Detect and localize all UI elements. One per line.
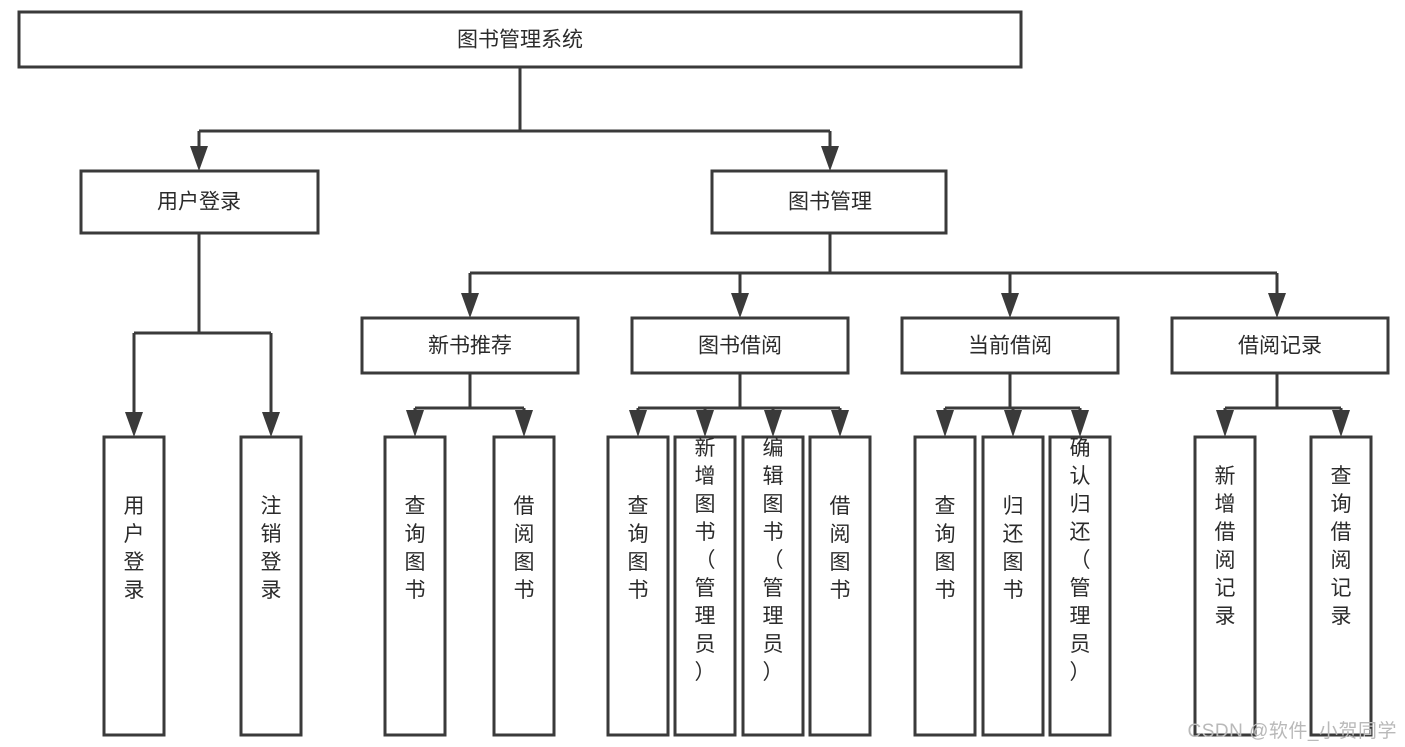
node-user-login-box[interactable] bbox=[79, 169, 320, 235]
node-book-management[interactable]: 图书管理 bbox=[710, 169, 948, 235]
arrow-head-borrowrecord bbox=[1268, 293, 1286, 318]
node-current-borrow-label: 当前借阅 bbox=[968, 335, 1052, 358]
leaf-node[interactable]: 新增图书（管理员） bbox=[673, 435, 737, 737]
leaf-node[interactable]: 注销登录 bbox=[239, 435, 303, 737]
arrow-head-leaf-newbook-2 bbox=[515, 410, 533, 437]
leaf-book-borrow-2-label: 新增图书（管理员） bbox=[695, 437, 716, 684]
leaf-book-borrow-2-box[interactable] bbox=[673, 435, 737, 737]
leaf-node[interactable]: 查询图书 bbox=[383, 435, 447, 737]
leaf-current-borrow-2-label: 归还图书 bbox=[1003, 495, 1024, 602]
leaf-borrow-record-2-box[interactable] bbox=[1309, 435, 1373, 737]
leaf-book-borrow-3-label: 编辑图书（管理员） bbox=[763, 437, 784, 684]
leaf-new-book-1-box[interactable] bbox=[383, 435, 447, 737]
node-book-management-label: 图书管理 bbox=[788, 191, 872, 214]
connector-group-bookmgmt bbox=[461, 233, 1286, 318]
arrow-head-leaf-bookborrow-4 bbox=[831, 410, 849, 437]
node-current-borrow[interactable]: 当前借阅 bbox=[900, 316, 1120, 375]
leaf-borrow-record-1-box[interactable] bbox=[1193, 435, 1257, 737]
leaf-book-borrow-1-label: 查询图书 bbox=[628, 495, 649, 602]
leaf-user-login-2-box[interactable] bbox=[239, 435, 303, 737]
arrow-head-newbook bbox=[461, 293, 479, 318]
connector-group-bookborrow bbox=[629, 373, 849, 437]
leaf-new-book-2-box[interactable] bbox=[492, 435, 556, 737]
connector-group-newbook bbox=[406, 373, 533, 437]
node-book-borrow-label: 图书借阅 bbox=[698, 335, 782, 358]
leaf-node[interactable]: 用户登录 bbox=[102, 435, 166, 737]
node-book-borrow-box[interactable] bbox=[630, 316, 850, 375]
leaf-node[interactable]: 编辑图书（管理员） bbox=[741, 435, 805, 737]
arrow-head-leaf-bookborrow-3 bbox=[764, 410, 782, 437]
leaf-new-book-2-label: 借阅图书 bbox=[514, 495, 535, 602]
leaf-current-borrow-3-box[interactable] bbox=[1048, 435, 1112, 737]
node-current-borrow-box[interactable] bbox=[900, 316, 1120, 375]
node-borrow-record[interactable]: 借阅记录 bbox=[1170, 316, 1390, 375]
connector-group-currentborrow bbox=[936, 373, 1089, 437]
arrow-head-bookmgmt bbox=[821, 146, 839, 171]
leaf-user-login-2-label: 注销登录 bbox=[261, 495, 282, 602]
node-book-borrow[interactable]: 图书借阅 bbox=[630, 316, 850, 375]
leaf-node[interactable]: 借阅图书 bbox=[492, 435, 556, 737]
arrow-head-userlogin bbox=[190, 146, 208, 171]
arrow-head-currentborrow bbox=[1001, 293, 1019, 318]
leaf-current-borrow-1-label: 查询图书 bbox=[935, 495, 956, 602]
node-root-label: 图书管理系统 bbox=[457, 29, 583, 52]
leaf-node[interactable]: 查询借阅记录 bbox=[1309, 435, 1373, 737]
arrow-head-leaf-currentborrow-3 bbox=[1071, 410, 1089, 437]
leaf-node[interactable]: 归还图书 bbox=[981, 435, 1045, 737]
leaf-node[interactable]: 借阅图书 bbox=[808, 435, 872, 737]
leaf-current-borrow-3-label: 确认归还（管理员） bbox=[1070, 437, 1091, 684]
leaf-new-book-1-label: 查询图书 bbox=[405, 495, 426, 602]
arrow-head-leaf-user-login-2 bbox=[262, 412, 280, 437]
arrow-head-leaf-borrowrecord-2 bbox=[1332, 410, 1350, 437]
leaf-node[interactable]: 确认归还（管理员） bbox=[1048, 435, 1112, 737]
arrow-head-leaf-currentborrow-2 bbox=[1004, 410, 1022, 437]
leaf-book-borrow-4-label: 借阅图书 bbox=[830, 495, 851, 602]
connector-group-root bbox=[190, 68, 839, 171]
node-book-management-box[interactable] bbox=[710, 169, 948, 235]
leaf-current-borrow-2-box[interactable] bbox=[981, 435, 1045, 737]
arrow-head-leaf-bookborrow-2 bbox=[696, 410, 714, 437]
leaf-current-borrow-1-box[interactable] bbox=[913, 435, 977, 737]
arrow-head-leaf-borrowrecord-1 bbox=[1216, 410, 1234, 437]
node-borrow-record-label: 借阅记录 bbox=[1238, 335, 1322, 358]
leaf-borrow-record-1-label: 新增借阅记录 bbox=[1215, 465, 1236, 628]
leaf-book-borrow-4-box[interactable] bbox=[808, 435, 872, 737]
node-new-book-recommend-box[interactable] bbox=[360, 316, 580, 375]
leaf-node[interactable]: 查询图书 bbox=[606, 435, 670, 737]
node-user-login-label: 用户登录 bbox=[157, 191, 241, 214]
connector-group-userlogin bbox=[125, 233, 280, 437]
arrow-head-leaf-bookborrow-1 bbox=[629, 410, 647, 437]
node-root-box[interactable] bbox=[17, 10, 1023, 69]
node-borrow-record-box[interactable] bbox=[1170, 316, 1390, 375]
node-new-book-recommend-label: 新书推荐 bbox=[428, 335, 512, 358]
node-user-login[interactable]: 用户登录 bbox=[79, 169, 320, 235]
leaf-book-borrow-1-box[interactable] bbox=[606, 435, 670, 737]
node-new-book-recommend[interactable]: 新书推荐 bbox=[360, 316, 580, 375]
arrow-head-leaf-user-login-1 bbox=[125, 412, 143, 437]
arrow-head-bookborrow bbox=[731, 293, 749, 318]
leaf-borrow-record-2-label: 查询借阅记录 bbox=[1331, 465, 1352, 628]
leaf-user-login-1-box[interactable] bbox=[102, 435, 166, 737]
leaf-node[interactable]: 新增借阅记录 bbox=[1193, 435, 1257, 737]
leaf-user-login-1-label: 用户登录 bbox=[124, 495, 145, 602]
leaf-book-borrow-3-box[interactable] bbox=[741, 435, 805, 737]
node-root[interactable]: 图书管理系统 bbox=[17, 10, 1023, 69]
leaf-node[interactable]: 查询图书 bbox=[913, 435, 977, 737]
connector-group-borrowrecord bbox=[1216, 373, 1350, 437]
arrow-head-leaf-currentborrow-1 bbox=[936, 410, 954, 437]
arrow-head-leaf-newbook-1 bbox=[406, 410, 424, 437]
